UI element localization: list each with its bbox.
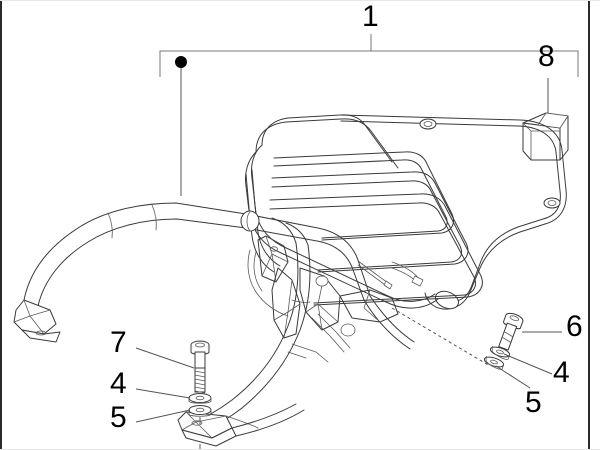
callout-number-5-left: 5 — [110, 401, 127, 434]
callout-number-1: 1 — [362, 0, 379, 33]
callout-number-4-right: 4 — [553, 356, 570, 389]
bottom-mounting-foot — [177, 411, 259, 447]
callout-number-7: 7 — [110, 326, 127, 359]
callout-number-8: 8 — [538, 40, 555, 73]
page-border-right — [588, 0, 590, 450]
center-bracket-mechanism — [257, 235, 424, 353]
deck-boss-lower — [543, 197, 561, 209]
callout-1-leader — [175, 56, 187, 196]
left-mounting-foot — [13, 299, 61, 343]
part-8-clip — [522, 112, 569, 161]
right-callout-leaders — [495, 331, 562, 389]
left-callout-leaders — [135, 347, 195, 423]
deck-boss-upper — [419, 118, 437, 130]
callout-number-5-right: 5 — [525, 386, 542, 419]
page-border-left — [0, 0, 2, 450]
left-fastener-stack — [188, 340, 212, 450]
callout-1-bracket — [159, 34, 579, 77]
rack-assembly — [13, 114, 567, 447]
right-fastener-stack — [483, 312, 524, 370]
page-border-top — [0, 0, 600, 1]
right-fastener-locator-line — [391, 307, 491, 367]
callout-number-4-left: 4 — [110, 367, 127, 400]
callout-number-6: 6 — [566, 310, 583, 343]
